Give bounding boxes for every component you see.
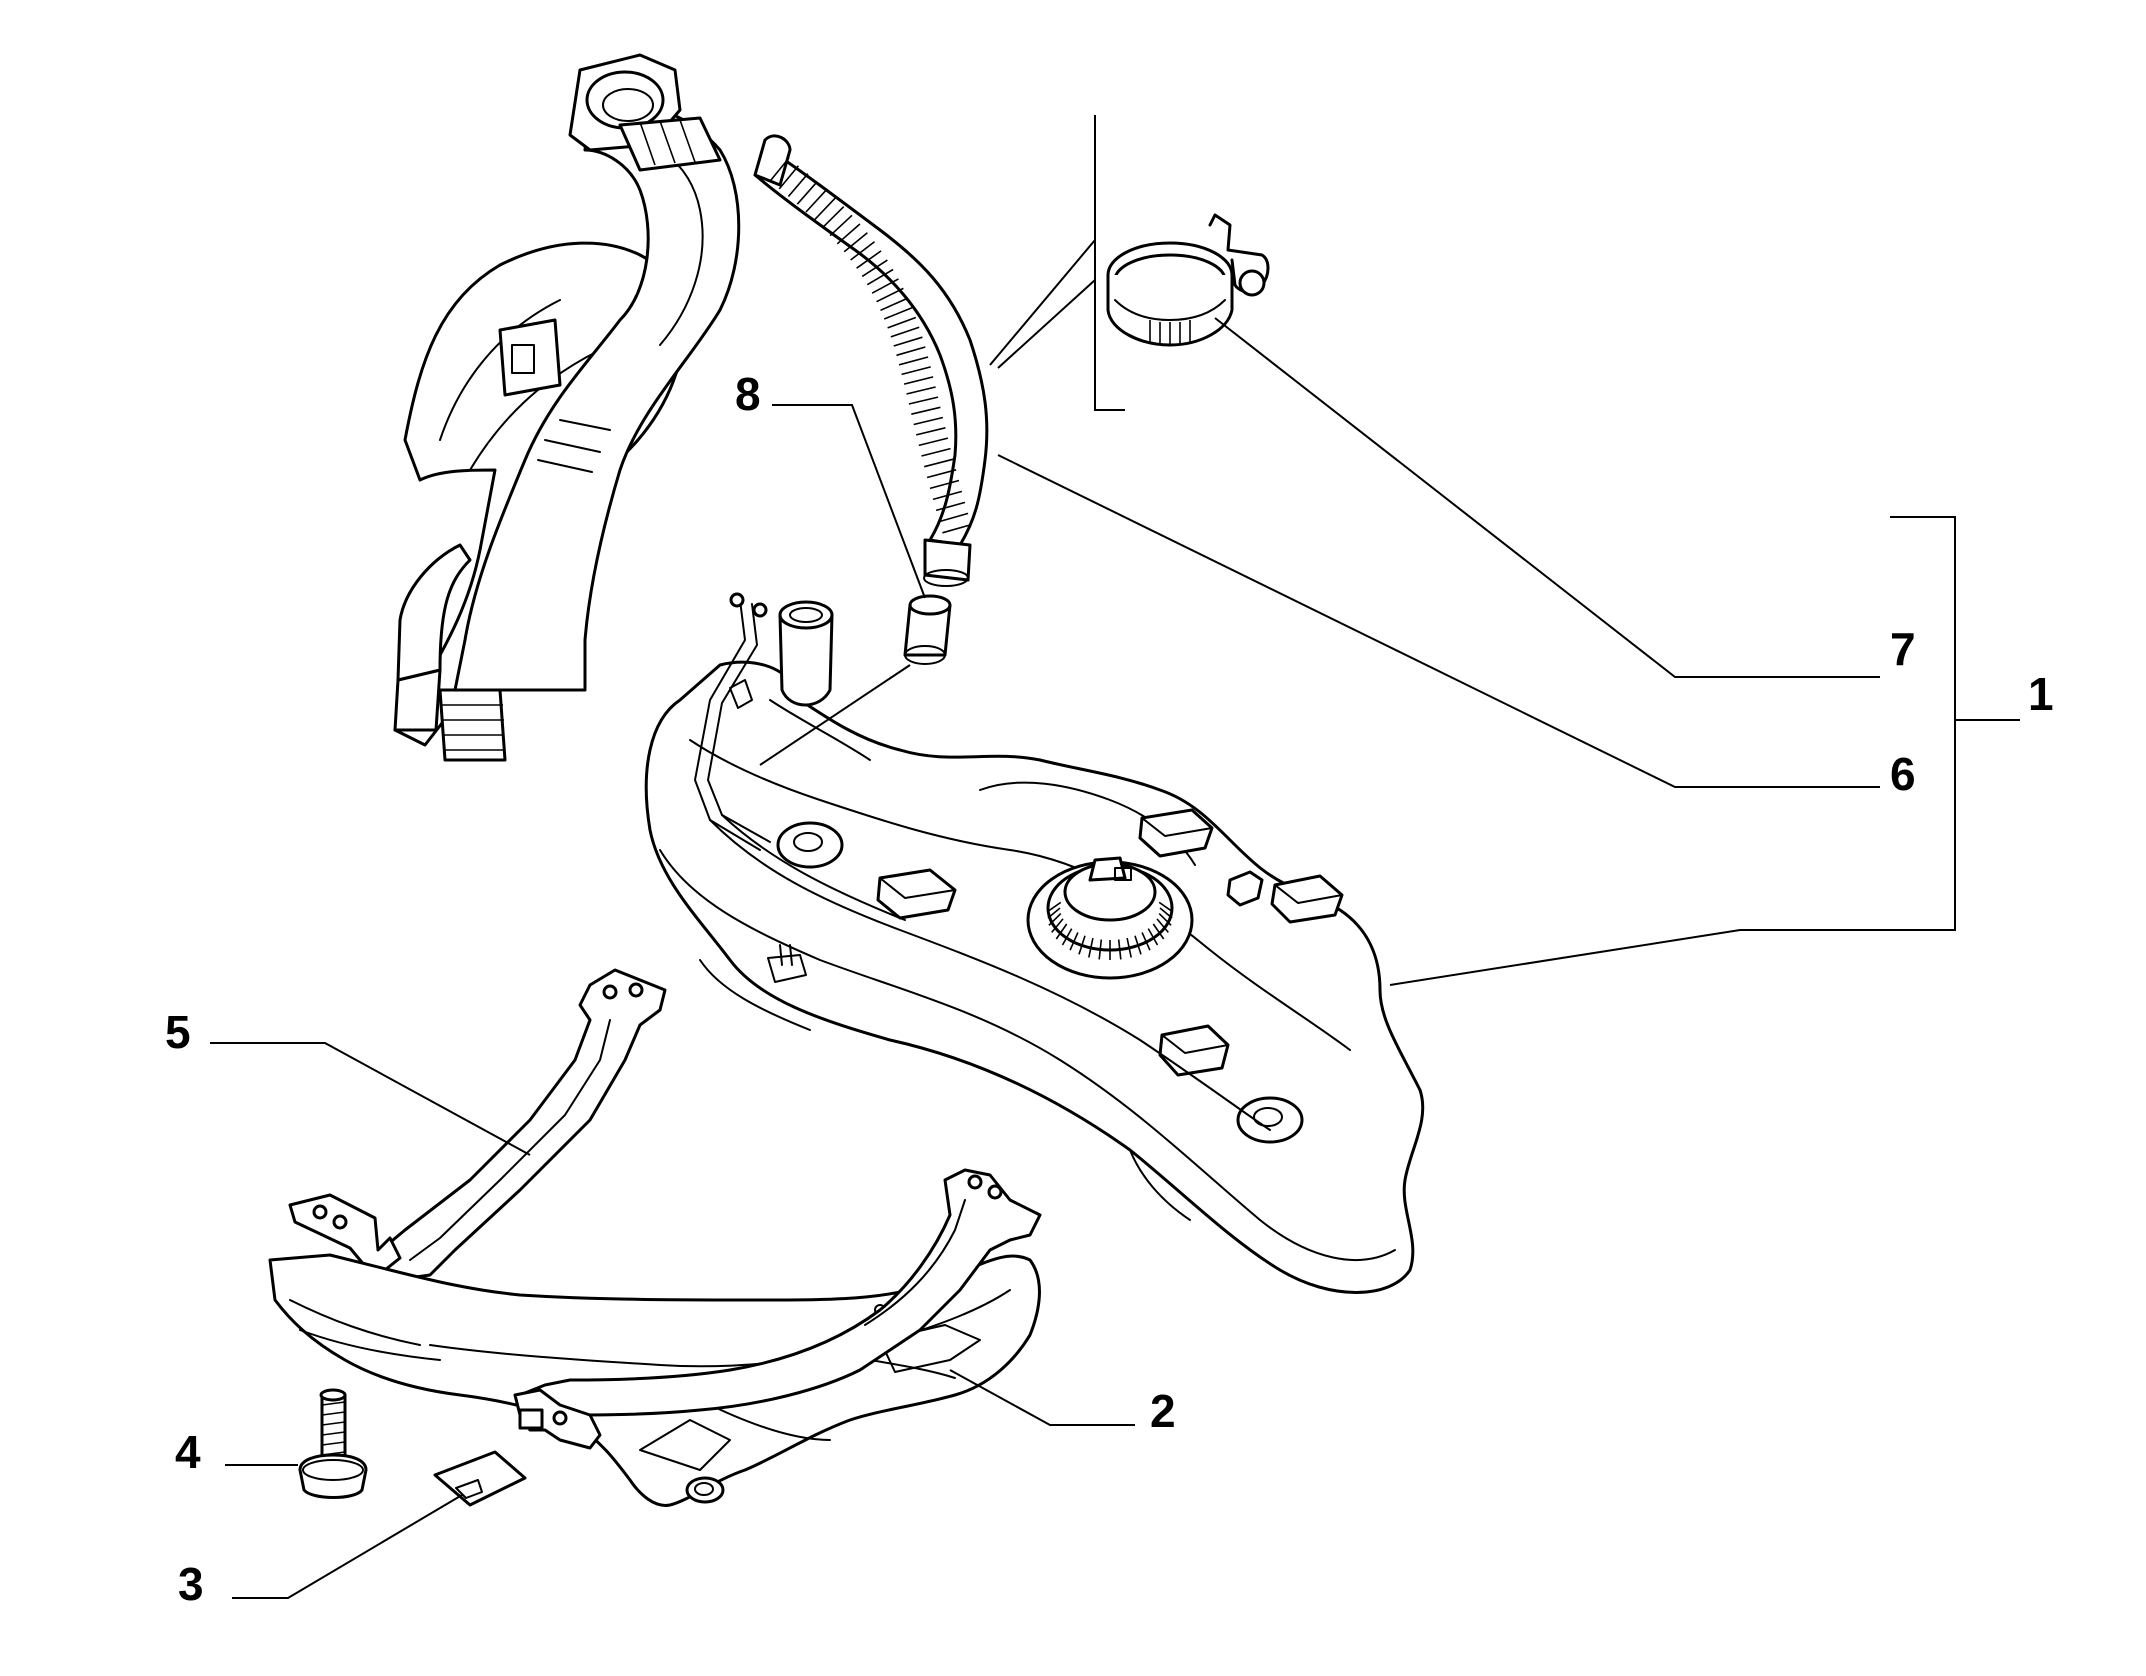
callout-2: 2 xyxy=(1150,1385,1176,1437)
hose-rib xyxy=(813,197,836,221)
sender-ring-rib xyxy=(1156,918,1169,933)
hose-rib xyxy=(893,336,923,347)
hose-rib xyxy=(929,479,960,490)
hose-rib xyxy=(942,523,972,534)
hose-rib xyxy=(901,366,931,376)
hose-rib xyxy=(898,356,929,366)
hose-rib xyxy=(769,157,790,182)
sender-ring-rib xyxy=(1141,932,1151,951)
hose-rib xyxy=(913,416,944,426)
hose-rib xyxy=(932,490,963,501)
hose-rib xyxy=(787,173,809,198)
hose-rib xyxy=(906,386,936,395)
hose-rib xyxy=(796,181,818,205)
hose-rib xyxy=(856,250,882,269)
bolt xyxy=(298,1388,368,1499)
sender-ring-rib xyxy=(1069,932,1079,951)
sender-ring-rib xyxy=(1047,907,1061,919)
hose-rib xyxy=(935,501,966,512)
hose-rib xyxy=(871,278,899,294)
sender-ring-rib xyxy=(1048,901,1062,912)
hose-rib xyxy=(926,469,957,479)
hose-rib xyxy=(861,259,888,278)
callout-8: 8 xyxy=(735,368,761,420)
callout-4: 4 xyxy=(175,1426,201,1478)
filler-neck xyxy=(393,53,741,762)
hose-clamp xyxy=(1106,213,1270,347)
sender-ring-rib xyxy=(1048,913,1062,926)
hose-rib xyxy=(829,214,853,237)
fuel-tank xyxy=(644,592,1425,1294)
sender-ring-rib xyxy=(1098,939,1103,960)
leader-lines xyxy=(210,115,2020,1599)
sender-ring-rib xyxy=(1117,939,1122,960)
hose-rib xyxy=(866,268,894,286)
sender-ring-rib xyxy=(1147,928,1159,946)
hose-rib xyxy=(916,427,946,436)
hose-rib xyxy=(880,297,909,312)
callout-3: 3 xyxy=(178,1558,204,1610)
tank-strap-bracket xyxy=(288,968,667,1282)
sender-ring-rib xyxy=(1126,937,1132,958)
hose-rib xyxy=(918,437,949,447)
sender-ring-rib xyxy=(1159,907,1173,919)
hose-rib xyxy=(805,189,827,213)
hose-rib xyxy=(896,346,926,357)
hose-rib xyxy=(821,206,845,229)
hose-rib xyxy=(908,396,939,405)
callout-7: 7 xyxy=(1890,623,1916,675)
hose-rib xyxy=(778,165,800,190)
sender-ring-rib xyxy=(1158,901,1172,912)
hose-rib xyxy=(883,307,913,320)
sender-ring-rib xyxy=(1152,923,1165,940)
hose-rib xyxy=(887,316,917,329)
hose-sleeve xyxy=(903,594,952,665)
sender-ring-rib xyxy=(1055,923,1068,940)
corrugated-hose xyxy=(753,134,989,587)
sender-ring-rib xyxy=(1078,935,1086,955)
hose-rib xyxy=(921,447,951,457)
clip-plate xyxy=(433,1450,527,1507)
callout-1: 1 xyxy=(2028,668,2054,720)
sender-ring-rib xyxy=(1051,918,1064,933)
callout-5: 5 xyxy=(165,1006,191,1058)
hose-rib xyxy=(924,458,954,468)
hose-rib xyxy=(911,406,941,415)
hose-rib xyxy=(876,287,904,303)
callout-6: 6 xyxy=(1890,748,1916,800)
tank-under-shield xyxy=(268,1168,1042,1507)
hose-rib xyxy=(938,512,969,523)
hose-rib xyxy=(836,223,861,245)
sender-ring-rib xyxy=(1134,935,1142,955)
sender-ring-rib xyxy=(1061,928,1073,946)
sender-ring-rib xyxy=(1088,937,1094,958)
callout-labels: 1 2 3 4 5 6 7 8 xyxy=(165,368,2054,1610)
hose-rib xyxy=(843,232,868,253)
hose-rib xyxy=(890,326,920,338)
sender-ring-rib xyxy=(1158,913,1172,926)
hose-rib xyxy=(903,376,934,385)
hose-rib xyxy=(850,241,875,261)
